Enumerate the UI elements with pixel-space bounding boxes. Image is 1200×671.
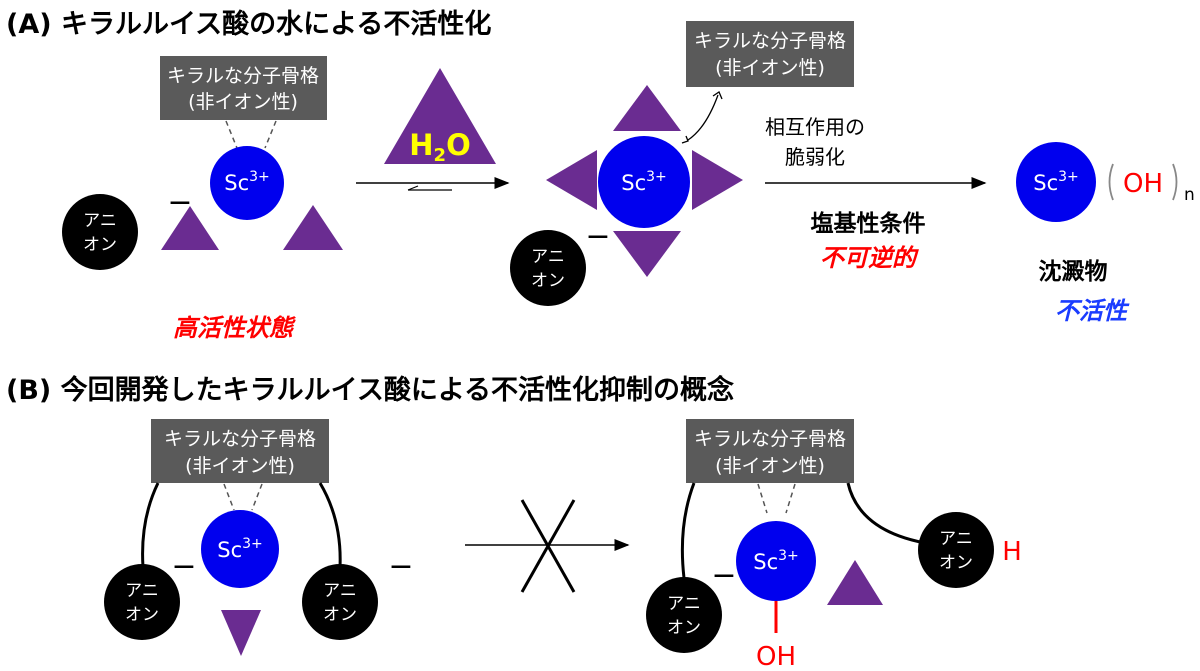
minus-sign: − — [711, 558, 736, 593]
proton-label: H — [1002, 537, 1022, 567]
interaction-curve — [687, 94, 719, 141]
scandium-label: Sc3+ — [1033, 169, 1079, 195]
interaction-sublabel: 脆弱化 — [785, 145, 845, 169]
anion-label: オン — [83, 235, 117, 255]
tether-left — [141, 482, 160, 568]
water-ligand-triangle — [613, 85, 681, 131]
anion-label: アニ — [667, 594, 701, 614]
scandium-label: Sc3+ — [753, 548, 799, 574]
skeleton-sublabel: (非イオン性) — [188, 91, 298, 113]
anion-label: オン — [125, 605, 159, 625]
skeleton-sublabel: (非イオン性) — [715, 455, 825, 477]
blocked-reaction — [465, 499, 630, 593]
hydroxide-subscript: n — [1184, 185, 1195, 205]
section-b-heading: (B) 今回開発したキラルルイス酸による不活性化抑制の概念 — [6, 374, 734, 406]
minus-sign: − — [388, 549, 413, 584]
anion-label: オン — [667, 618, 701, 638]
basic-condition-step: 塩基性条件 不可逆的 — [765, 177, 987, 272]
skeleton-box — [151, 419, 329, 483]
interaction-label: 相互作用の — [765, 115, 865, 139]
inactive-label: 不活性 — [1055, 297, 1130, 325]
complex-developed: キラルな分子骨格 (非イオン性) Sc3+ アニ オン − アニ オン − — [104, 419, 414, 656]
scandium-ion — [1016, 142, 1096, 222]
skeleton-sublabel: (非イオン性) — [185, 455, 295, 477]
skeleton-sublabel: (非イオン性) — [715, 57, 825, 79]
anion-ball — [302, 564, 378, 640]
open-paren — [1108, 163, 1114, 201]
section-a-heading: (A) キラルルイス酸の水による不活性化 — [6, 9, 491, 40]
scandium-ion — [210, 146, 284, 220]
interaction-curve-head — [681, 135, 689, 144]
weak-bond — [757, 483, 768, 514]
ligand-triangle — [283, 205, 343, 250]
skeleton-box — [160, 56, 327, 120]
scandium-ion — [201, 510, 279, 588]
scandium-ion — [598, 136, 690, 228]
weak-bond — [264, 120, 277, 149]
scandium-label: Sc3+ — [224, 169, 270, 195]
skeleton-label: キラルな分子骨格 — [694, 428, 846, 450]
anion-label: アニ — [83, 211, 117, 231]
anion-ball — [510, 230, 586, 306]
cross-mark — [520, 499, 576, 593]
weak-bond — [251, 483, 263, 511]
precipitate: Sc3+ OH n 沈澱物 不活性 — [1016, 142, 1195, 325]
minus-sign: − — [167, 185, 192, 220]
ligand-triangle — [221, 610, 261, 656]
basic-condition-label: 塩基性条件 — [811, 210, 926, 237]
complex-hydrated: Sc3+ アニ オン − キラルな分子骨格 (非イオン性) 相互作用の 脆弱化 — [510, 21, 865, 306]
anion-ball — [62, 194, 138, 270]
high-activity-label: 高活性状態 — [173, 314, 296, 342]
weak-bond — [223, 483, 235, 511]
complex-protected: キラルな分子骨格 (非イオン性) Sc3+ OH アニ オン − アニ オン H — [646, 419, 1022, 671]
water-label: H2O — [409, 128, 470, 166]
water-triangle — [827, 560, 883, 605]
weak-bond — [785, 483, 796, 514]
anion-ball — [918, 512, 994, 588]
scandium-ion — [736, 521, 816, 601]
skeleton-label: キラルな分子骨格 — [167, 65, 319, 87]
anion-ball — [646, 577, 722, 653]
anion-label: オン — [323, 605, 357, 625]
water-ligand-triangle — [613, 231, 681, 277]
weak-bond — [225, 120, 238, 149]
skeleton-label: キラルな分子骨格 — [164, 428, 316, 450]
hydroxide-label: OH — [1123, 169, 1163, 199]
ligand-triangle — [161, 206, 219, 250]
complex-active: キラルな分子骨格 (非イオン性) Sc3+ アニ オン − 高活性状態 — [62, 56, 343, 342]
skeleton-label: キラルな分子骨格 — [694, 30, 846, 52]
anion-label: アニ — [531, 247, 565, 267]
scandium-label: Sc3+ — [621, 169, 667, 195]
skeleton-box — [686, 21, 854, 87]
hydroxide-label: OH — [756, 642, 796, 671]
anion-label: アニ — [939, 529, 973, 549]
water-ligand-triangle — [546, 150, 597, 210]
reverse-arrow-head — [407, 185, 419, 191]
tether-left — [680, 482, 696, 579]
anion-label: アニ — [323, 581, 357, 601]
tether-right — [318, 482, 342, 568]
water-triangle — [384, 68, 496, 164]
anion-ball — [104, 564, 180, 640]
anion-label: オン — [939, 553, 973, 573]
interaction-curve-head — [712, 91, 723, 100]
anion-label: オン — [531, 271, 565, 291]
water-ligand-triangle — [692, 150, 743, 210]
close-paren — [1172, 163, 1178, 201]
minus-sign: − — [585, 219, 610, 254]
skeleton-box — [686, 419, 854, 483]
water-equilibrium: H2O — [356, 68, 510, 191]
scandium-label: Sc3+ — [217, 536, 263, 562]
minus-sign: − — [171, 549, 196, 584]
anion-label: アニ — [125, 581, 159, 601]
precipitate-label: 沈澱物 — [1039, 258, 1108, 285]
irreversible-label: 不可逆的 — [820, 244, 919, 272]
